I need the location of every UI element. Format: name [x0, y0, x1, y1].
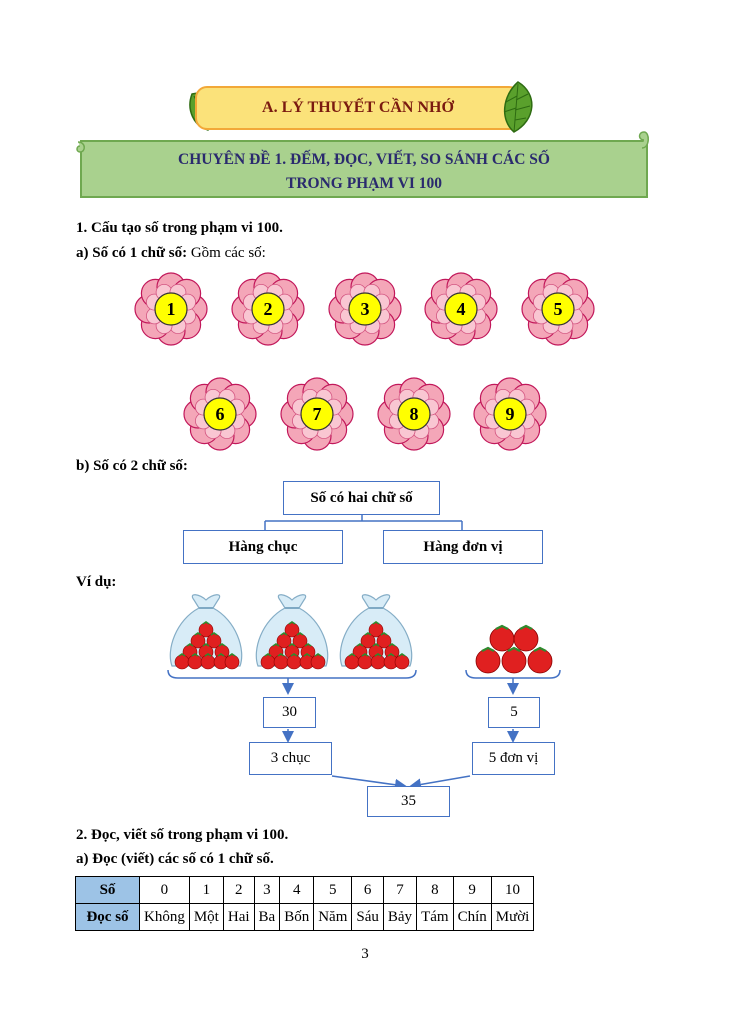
- table-cell-number: 1: [188, 876, 224, 904]
- flower-icon: 5: [521, 272, 595, 346]
- table-cell-reading: Bốn: [279, 903, 315, 931]
- table-cell-number: 3: [253, 876, 281, 904]
- two-digit-box: Số có hai chữ số: [283, 481, 440, 515]
- flower-icon: 9: [473, 377, 547, 451]
- table-cell-reading: Tám: [416, 903, 454, 931]
- table-cell-reading: Chín: [452, 903, 492, 931]
- table-cell-number: 9: [452, 876, 492, 904]
- ones-value-box: 5: [488, 697, 540, 728]
- scroll-curl-icon: [638, 131, 649, 149]
- table-cell-reading: Ba: [253, 903, 281, 931]
- total-value: 35: [401, 793, 416, 809]
- ones-text-box: 5 đơn vị: [472, 742, 555, 775]
- tens-place-label: Hàng chục: [228, 538, 298, 555]
- table-cell-reading: Hai: [222, 903, 255, 931]
- table-cell-number: 8: [416, 876, 454, 904]
- tens-value: 30: [282, 704, 297, 720]
- section-banner: A. LÝ THUYẾT CẦN NHỚ: [195, 86, 521, 130]
- leaf-icon: [503, 81, 533, 133]
- table-cell-number: 7: [382, 876, 418, 904]
- ones-value: 5: [510, 704, 518, 720]
- flower-icon: 3: [328, 272, 402, 346]
- flower-digit: 4: [457, 299, 466, 319]
- tens-text: 3 chục: [270, 750, 311, 766]
- tens-value-box: 30: [263, 697, 316, 728]
- subsection-a: a) Số có 1 chữ số: Gồm các số:: [76, 245, 266, 262]
- flower-digit: 1: [167, 299, 176, 319]
- subsection-a-text: Gồm các số:: [187, 245, 266, 261]
- flower-digit: 3: [361, 299, 370, 319]
- tomato-bag-icon: [339, 594, 413, 670]
- diagram-connector: [264, 515, 463, 531]
- example-connectors: [167, 670, 561, 791]
- tens-place-box: Hàng chục: [183, 530, 343, 564]
- flower-icon: 6: [183, 377, 257, 451]
- section-2-title: 2. Đọc, viết số trong phạm vi 100.: [76, 827, 289, 843]
- table-cell-number: 2: [222, 876, 255, 904]
- tens-text-box: 3 chục: [249, 742, 332, 775]
- scroll-curl-icon: [76, 141, 85, 153]
- table-cell-number: 6: [351, 876, 384, 904]
- topic-scroll: CHUYÊN ĐỀ 1. ĐẾM, ĐỌC, VIẾT, SO SÁNH CÁC…: [80, 140, 648, 198]
- tomato-bag-icon: [255, 594, 329, 670]
- table-cell-number: 4: [279, 876, 315, 904]
- flower-digit: 7: [313, 404, 322, 424]
- flower-digit: 5: [554, 299, 563, 319]
- flower-icon: 1: [134, 272, 208, 346]
- total-box: 35: [367, 786, 450, 817]
- table-cell-reading: Không: [139, 903, 190, 931]
- table-cell-number: 10: [490, 876, 535, 904]
- flower-digit: 8: [410, 404, 419, 424]
- flower-icon: 2: [231, 272, 305, 346]
- page-number: 3: [361, 946, 369, 962]
- flower-icon: 4: [424, 272, 498, 346]
- topic-line-2: TRONG PHẠM VI 100: [285, 175, 442, 192]
- ones-place-label: Hàng đơn vị: [423, 538, 503, 555]
- banner-title: A. LÝ THUYẾT CẦN NHỚ: [262, 99, 454, 116]
- flower-digit: 2: [264, 299, 273, 319]
- table-cell-reading: Mười: [490, 903, 535, 931]
- flower-digit: 9: [506, 404, 515, 424]
- tomato-bag-icon: [169, 594, 243, 670]
- subsection-a-label: a) Số có 1 chữ số:: [76, 245, 188, 261]
- ones-place-box: Hàng đơn vị: [383, 530, 543, 564]
- ones-text: 5 đơn vị: [488, 750, 539, 766]
- row-header-number: Số: [75, 876, 140, 904]
- two-digit-label: Số có hai chữ số: [310, 489, 413, 506]
- subsection-b-label: b) Số có 2 chữ số:: [76, 458, 188, 474]
- flower-icon: 7: [280, 377, 354, 451]
- flower-digit: 6: [216, 404, 225, 424]
- table-cell-reading: Năm: [313, 903, 353, 931]
- section-1-title: 1. Cấu tạo số trong phạm vi 100.: [76, 220, 283, 236]
- table-cell-reading: Bảy: [382, 903, 418, 931]
- table-cell-number: 0: [139, 876, 190, 904]
- row-header-reading: Đọc số: [75, 903, 140, 931]
- flower-icon: 8: [377, 377, 451, 451]
- table-cell-reading: Một: [188, 903, 224, 931]
- tomato-pile-icon: [475, 624, 553, 674]
- topic-line-1: CHUYÊN ĐỀ 1. ĐẾM, ĐỌC, VIẾT, SO SÁNH CÁC…: [178, 151, 550, 168]
- example-label: Ví dụ:: [76, 574, 117, 590]
- table-cell-reading: Sáu: [351, 903, 384, 931]
- table-cell-number: 5: [313, 876, 353, 904]
- section-2a-label: a) Đọc (viết) các số có 1 chữ số.: [76, 851, 274, 867]
